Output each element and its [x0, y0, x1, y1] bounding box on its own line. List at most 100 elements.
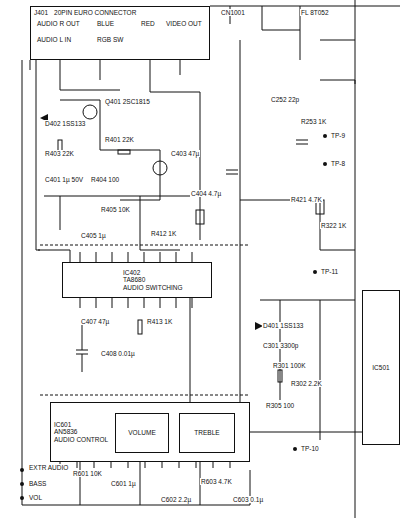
wire	[162, 462, 163, 468]
component-label: C602 2.2µ	[160, 496, 192, 503]
test-point: TP-9	[330, 132, 346, 139]
terminal-dot	[20, 468, 24, 472]
wire	[260, 300, 355, 440]
wire	[112, 298, 113, 308]
wire	[22, 60, 40, 505]
terminal-dot	[153, 161, 167, 175]
wire	[20, 114, 327, 500]
wire	[240, 40, 355, 460]
wire	[128, 298, 129, 308]
ic-package: IC402TA8680AUDIO SWITCHING	[62, 262, 212, 298]
terminal-dot	[83, 105, 97, 119]
component-label: BLUE	[96, 20, 115, 27]
component-label: R601 10K	[72, 470, 103, 477]
wire	[40, 462, 250, 505]
wire	[80, 298, 81, 308]
part-note: AUDIO SWITCHING	[123, 284, 183, 291]
ic-package: IC601AN5836AUDIO CONTROLVOLUMETREBLE	[50, 402, 250, 462]
terminal-dot	[313, 270, 317, 274]
part-note: AN5836	[54, 428, 78, 435]
component-label: D402 1SS133	[44, 120, 86, 127]
wire	[179, 462, 180, 468]
component-label: CN1001	[220, 9, 246, 16]
resistor-symbol	[138, 320, 142, 334]
wire	[128, 462, 129, 468]
part-note: AUDIO CONTROL	[54, 436, 108, 443]
test-point: TP-11	[320, 268, 339, 275]
wire	[112, 252, 113, 262]
function-block: VOLUME	[115, 413, 169, 453]
wire	[320, 0, 355, 518]
test-point: TP-10	[300, 445, 320, 452]
wire	[144, 252, 145, 262]
component-label: Q401 2SC1815	[104, 98, 151, 105]
wire	[77, 462, 78, 468]
wire	[160, 252, 161, 262]
component-label: FL 8T052	[300, 9, 330, 16]
wire	[160, 298, 161, 308]
wire	[230, 462, 231, 468]
part-name: IC501	[372, 364, 389, 371]
terminal-dot	[20, 496, 24, 500]
signal-wire	[36, 60, 70, 262]
wire	[213, 462, 214, 468]
component-label: C407 47µ	[80, 318, 110, 325]
component-label: R405 10K	[100, 206, 131, 213]
ic-package: IC501	[362, 290, 400, 445]
component-label: RGB SW	[96, 36, 124, 43]
part-name: IC402	[123, 269, 140, 276]
part-note: 20PIN EURO CONNECTOR	[54, 9, 136, 16]
component-label: C408 0.01µ	[100, 350, 136, 357]
wire	[22, 0, 400, 518]
component-label: C601 1µ	[110, 480, 137, 487]
component-label: D401 1SS133	[262, 322, 304, 329]
component-label: R305 100	[265, 402, 295, 409]
terminal-dot	[20, 482, 24, 486]
wire	[145, 462, 146, 468]
component-label: R403 22K	[44, 150, 75, 157]
wire	[40, 245, 250, 246]
component-label: R421 4.7K	[290, 196, 323, 203]
terminal-dot	[323, 162, 327, 166]
connector-block: J401 20PIN EURO CONNECTOR	[30, 6, 210, 60]
part-note: TA8680	[123, 276, 145, 283]
wire	[40, 395, 250, 396]
wire	[176, 252, 177, 262]
wire	[226, 170, 238, 174]
wire	[296, 140, 308, 144]
terminal-dot	[323, 134, 327, 138]
wire	[111, 462, 112, 468]
component-label: R412 1K	[150, 230, 177, 237]
component-label: R401 22K	[104, 136, 135, 143]
wire	[144, 298, 145, 308]
component-label: R404 100	[90, 176, 120, 183]
wire	[210, 6, 400, 60]
component-label: C401 1µ 50V	[44, 176, 84, 183]
wire	[76, 320, 88, 372]
wire	[128, 252, 129, 262]
wire	[96, 298, 97, 308]
terminal-dot	[293, 447, 297, 451]
wire	[196, 462, 197, 468]
component-label: R603 4.7K	[200, 478, 233, 485]
test-point: TP-8	[330, 160, 346, 167]
component-label: R322 1K	[320, 222, 347, 229]
resistor-symbol	[196, 210, 204, 224]
component-label: AUDIO L IN	[36, 36, 72, 43]
component-label: R302 2.2K	[290, 380, 323, 387]
wire	[176, 298, 177, 308]
wire	[80, 252, 81, 262]
wire	[44, 196, 200, 250]
component-label: RED	[140, 20, 156, 27]
component-label: C301 3300p	[262, 342, 299, 349]
component-label: VOL	[28, 494, 43, 501]
wire	[192, 252, 193, 262]
part-name: VOLUME	[128, 429, 155, 436]
component-label: BASS	[28, 480, 47, 487]
component-label: AUDIO R OUT	[36, 20, 81, 27]
resistor-symbol	[278, 370, 282, 382]
component-label: C403 47µ	[170, 150, 200, 157]
component-label: C603 0.1µ	[232, 496, 264, 503]
wire	[94, 462, 95, 468]
part-name: J401	[34, 9, 48, 16]
